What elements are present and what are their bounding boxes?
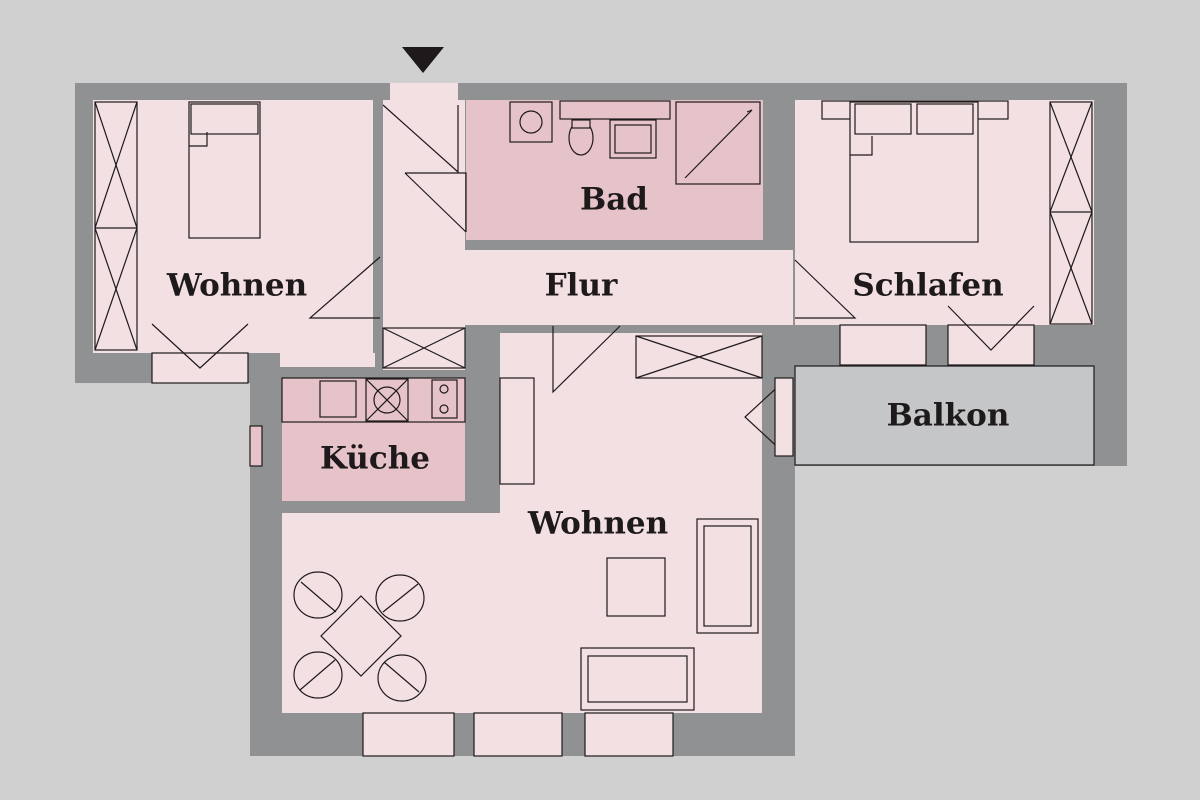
wardrobes	[94, 101, 1093, 379]
room-label-wohnen-left: Wohnen	[166, 268, 307, 304]
windows[interactable]	[151, 305, 1035, 757]
balcony-area	[794, 365, 1095, 466]
entrance-arrow-icon	[402, 47, 444, 73]
room-label-schlafen: Schlafen	[852, 268, 1003, 304]
entry-door[interactable]	[390, 83, 458, 101]
room-label-bad: Bad	[580, 182, 648, 218]
door-swings	[308, 104, 857, 453]
kitchen-fixtures	[249, 377, 466, 467]
beds	[188, 100, 1009, 243]
room-label-kueche: Küche	[320, 441, 430, 477]
room-label-balkon: Balkon	[887, 398, 1010, 434]
bathroom-fixtures	[509, 100, 761, 185]
room-label-flur: Flur	[545, 268, 618, 304]
living-room-furniture	[293, 377, 759, 711]
room-label-wohnen-main: Wohnen	[527, 506, 668, 542]
